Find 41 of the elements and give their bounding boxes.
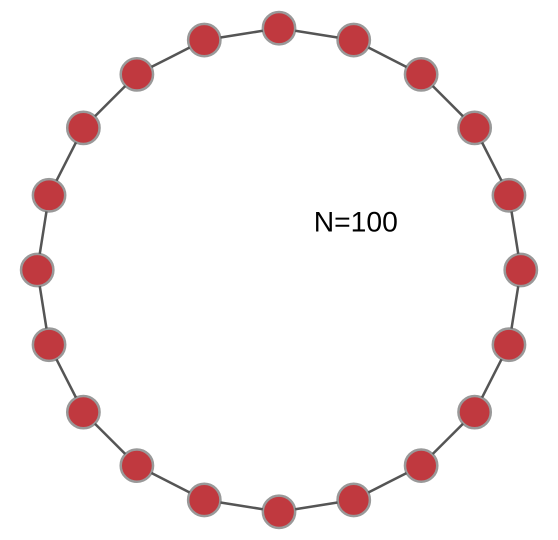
connector [38, 286, 48, 329]
node-circle [492, 327, 526, 362]
node-circle [492, 178, 526, 213]
node-circle [186, 482, 222, 518]
node-circle [186, 22, 222, 58]
connector [432, 85, 464, 118]
node-circle [404, 448, 439, 484]
connector [94, 422, 126, 455]
connector [368, 46, 408, 68]
connector [480, 358, 503, 398]
connector [510, 286, 520, 329]
node-circle [336, 482, 372, 518]
connector [294, 501, 338, 510]
node-circle [457, 110, 492, 146]
connector [55, 358, 78, 398]
node-circle [457, 394, 492, 430]
node-circle [262, 494, 296, 530]
connector [510, 211, 520, 254]
connector [368, 472, 408, 494]
node-circle [119, 448, 154, 484]
connector [150, 46, 190, 68]
node-circle [119, 56, 154, 92]
label: N=100 [314, 206, 398, 238]
node-circle [66, 394, 101, 430]
connector [295, 30, 338, 39]
node-circle [503, 252, 538, 288]
node-circle [262, 10, 296, 46]
node-circle [66, 110, 101, 146]
connector [38, 211, 48, 254]
node-circle [32, 327, 66, 362]
node-circle [32, 178, 66, 213]
connector [220, 30, 264, 39]
connector [220, 501, 263, 510]
connector [94, 85, 126, 118]
node-circle [336, 22, 372, 58]
node-circle [404, 56, 439, 92]
connector [150, 472, 190, 494]
connector [432, 422, 464, 455]
connector [480, 142, 503, 182]
node-circle [20, 252, 55, 288]
connector [55, 142, 78, 182]
